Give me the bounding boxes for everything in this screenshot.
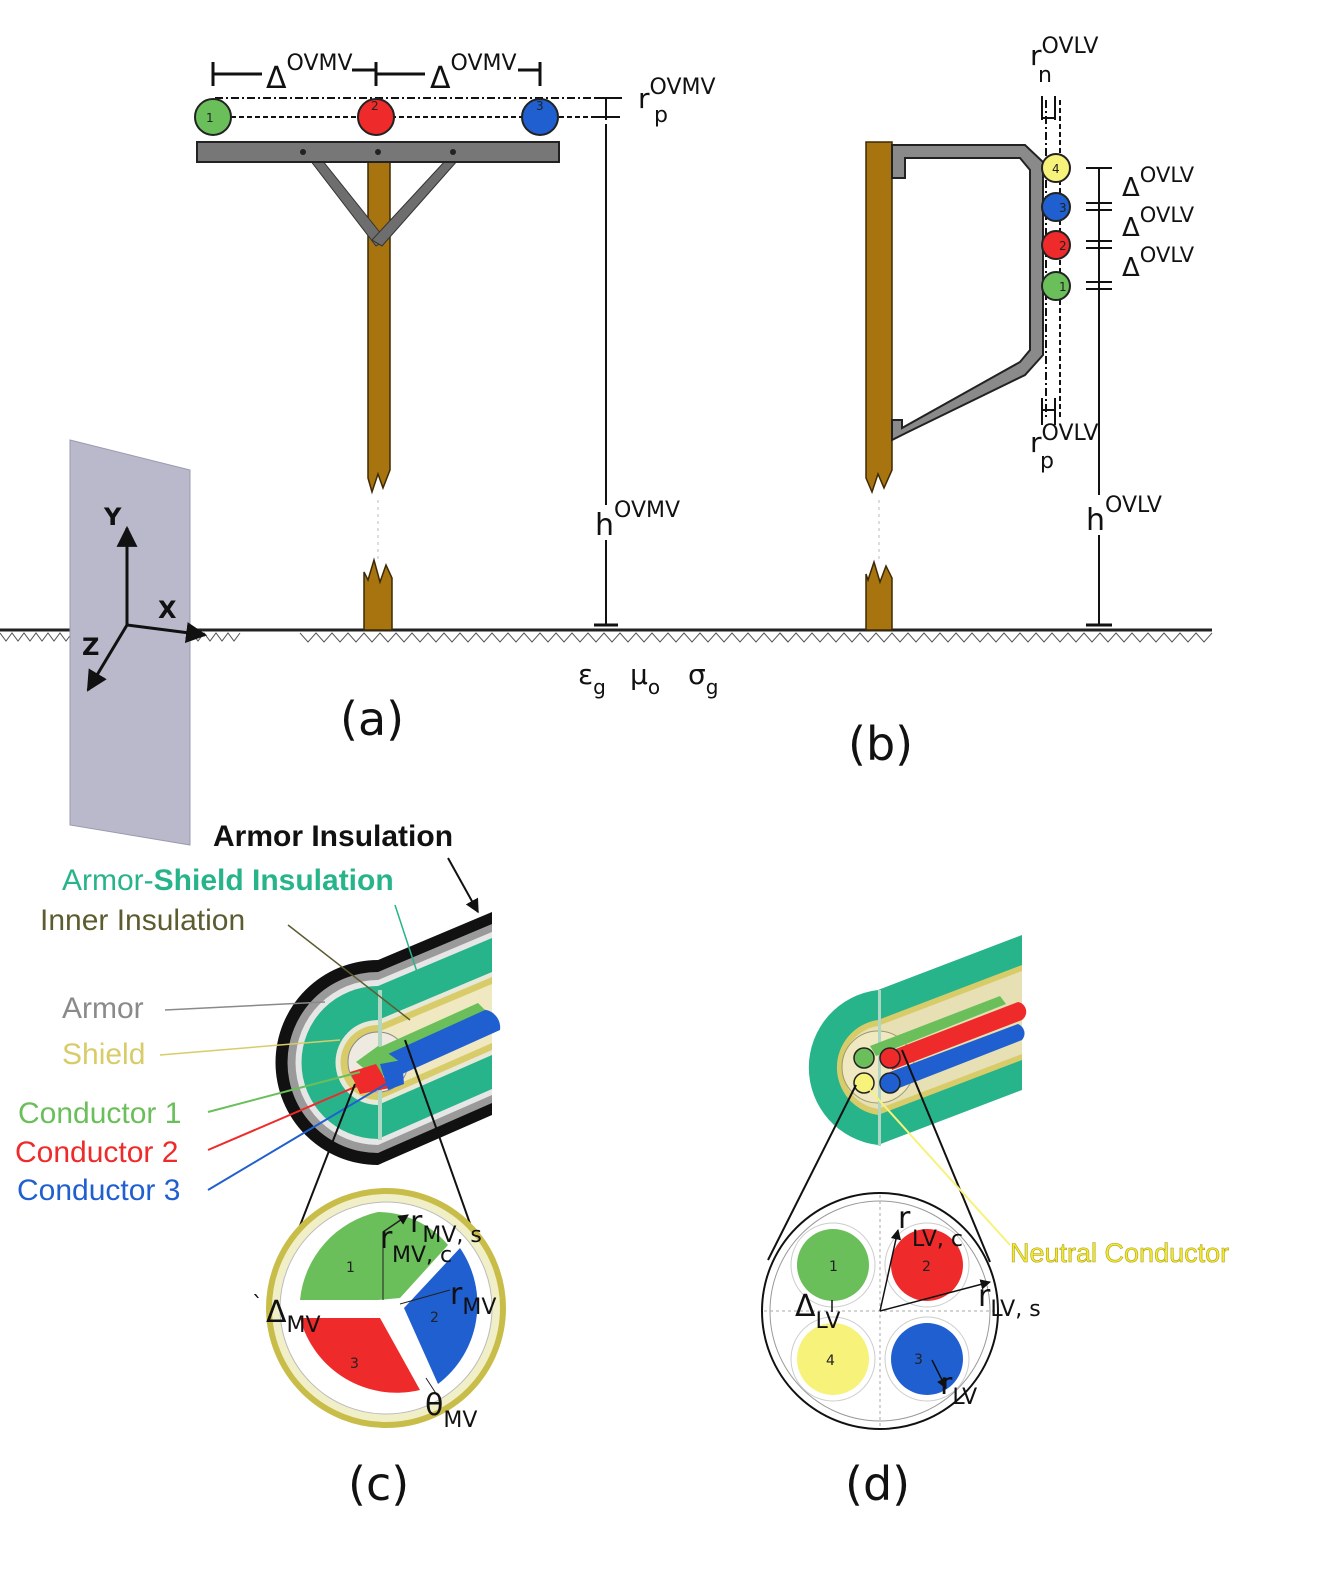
svg-text:ΔLV: ΔLV xyxy=(795,1289,840,1334)
mv-cable-3d xyxy=(275,912,501,1165)
svg-text:3: 3 xyxy=(914,1352,923,1368)
panel-a-overhead-mv: 1 2 3 ΔOVMV ΔOVMV rOVMV p xyxy=(194,51,718,746)
svg-text:p: p xyxy=(1040,449,1054,474)
svg-text:σg: σg xyxy=(688,658,718,699)
phase-conductor-2b: 2 xyxy=(1041,230,1071,260)
svg-text:r: r xyxy=(380,1221,393,1256)
rp-ovlv-label: rOVLV p xyxy=(1030,421,1098,474)
label-armor-insulation: Armor Insulation xyxy=(213,820,453,853)
z-axis-label: Z xyxy=(82,633,99,661)
svg-text:3: 3 xyxy=(1059,201,1067,215)
svg-text:rMV: rMV xyxy=(450,1277,496,1320)
svg-text:1: 1 xyxy=(206,111,214,125)
svg-text:r: r xyxy=(898,1201,911,1236)
label-conductor-3: Conductor 3 xyxy=(17,1174,180,1207)
label-armor-shield-insulation: Armor-Shield Insulation xyxy=(62,864,394,897)
y-axis-label: Y xyxy=(103,503,122,531)
sector-1 xyxy=(300,1212,378,1300)
phase-conductor-1: 1 xyxy=(194,98,232,136)
svg-text:1: 1 xyxy=(1059,280,1067,294)
svg-text:1: 1 xyxy=(829,1259,838,1275)
spacing-dimension-a: ΔOVMV ΔOVMV xyxy=(211,51,542,96)
h-ovlv-label: hOVLV xyxy=(1086,493,1162,538)
panel-d-lv-cable: Neutral Conductor 1 2 3 4 r LV, c rLV, s xyxy=(761,935,1229,1511)
svg-text:μo: μo xyxy=(630,658,660,699)
panel-c-mv-cable: Armor Insulation Armor-Shield Insulation… xyxy=(15,820,506,1511)
svg-text:2: 2 xyxy=(371,99,379,113)
svg-text:`: ` xyxy=(252,1293,263,1318)
svg-text:3: 3 xyxy=(536,99,544,113)
lv-conductor-2 xyxy=(891,1229,963,1301)
svg-text:2: 2 xyxy=(922,1259,931,1275)
svg-text:ΔOVLV: ΔOVLV xyxy=(1122,243,1195,283)
lv-conductor-4 xyxy=(797,1323,869,1395)
phase-conductor-4: 4 xyxy=(1041,153,1071,183)
coordinate-plate: Y X Z xyxy=(69,439,208,846)
svg-text:rLV: rLV xyxy=(940,1367,977,1410)
svg-text:LV, c: LV, c xyxy=(912,1227,963,1252)
spacing-dimension-b: ΔOVLV ΔOVLV ΔOVLV xyxy=(1086,163,1195,627)
svg-text:3: 3 xyxy=(350,1356,359,1372)
svg-text:rOVLV: rOVLV xyxy=(1030,421,1098,459)
svg-text:εg: εg xyxy=(578,658,606,699)
rn-ovlv-label: rOVLV n xyxy=(1030,34,1098,88)
svg-text:2: 2 xyxy=(430,1310,439,1326)
label-shield: Shield xyxy=(62,1038,145,1071)
caption-a: (a) xyxy=(340,692,404,746)
label-inner-insulation: Inner Insulation xyxy=(40,904,245,937)
lv-cross-section: 1 2 3 4 r LV, c rLV, s ΔLV rLV xyxy=(761,1192,1041,1430)
sector-3 xyxy=(300,1318,420,1393)
svg-text:n: n xyxy=(1038,63,1052,88)
phase-conductor-2: 2 xyxy=(357,98,395,136)
height-dimension-a: hOVMV xyxy=(594,124,680,627)
panel-b-overhead-lv: 4 3 2 1 rOVLV n rOVLV p xyxy=(848,34,1195,771)
svg-text:4: 4 xyxy=(826,1353,835,1369)
label-neutral-conductor: Neutral Conductor xyxy=(1010,1238,1229,1268)
rp-ovmv-label: rOVMV p xyxy=(596,75,716,128)
phase-conductor-3b: 3 xyxy=(1041,192,1071,222)
svg-text:rLV, s: rLV, s xyxy=(978,1279,1041,1322)
svg-text:ΔOVMV: ΔOVMV xyxy=(266,51,353,96)
svg-text:rOVMV: rOVMV xyxy=(638,75,716,115)
svg-text:rOVLV: rOVLV xyxy=(1030,34,1098,72)
svg-text:ΔOVLV: ΔOVLV xyxy=(1122,203,1195,243)
svg-text:ΔMV: ΔMV xyxy=(266,1295,321,1338)
svg-text:1: 1 xyxy=(346,1260,355,1276)
label-armor: Armor xyxy=(62,992,144,1025)
caption-b: (b) xyxy=(848,717,913,771)
phase-conductor-3: 3 xyxy=(521,98,559,136)
label-conductor-1: Conductor 1 xyxy=(18,1097,181,1130)
svg-text:MV, c: MV, c xyxy=(392,1243,452,1268)
x-axis-arrow xyxy=(126,622,208,644)
svg-text:2: 2 xyxy=(1059,239,1067,253)
label-conductor-2: Conductor 2 xyxy=(15,1136,178,1169)
rack-bracket-b xyxy=(891,144,1044,442)
svg-text:ΔOVMV: ΔOVMV xyxy=(430,51,517,96)
lv-conductor-3 xyxy=(891,1323,963,1395)
svg-text:ΔOVLV: ΔOVLV xyxy=(1122,163,1195,203)
z-axis-arrow xyxy=(86,624,129,692)
caption-d: (d) xyxy=(845,1457,910,1511)
svg-text:rMV, s: rMV, s xyxy=(410,1205,482,1248)
x-axis-label: X xyxy=(158,596,177,624)
lv-conductor-1 xyxy=(797,1229,869,1301)
sector-2 xyxy=(404,1248,478,1384)
svg-text:p: p xyxy=(654,103,668,128)
svg-text:hOVMV: hOVMV xyxy=(595,498,680,543)
svg-text:θMV: θMV xyxy=(425,1388,477,1433)
pole-b xyxy=(865,141,893,631)
svg-text:4: 4 xyxy=(1052,162,1060,176)
caption-c: (c) xyxy=(348,1457,409,1511)
lv-cable-3d xyxy=(808,935,1027,1146)
mv-cross-section: 1 2 3 rMV, s r MV, c rMV ` ΔMV θMV xyxy=(252,1188,506,1433)
ground-properties: εg μo σg xyxy=(578,658,718,699)
phase-conductor-1b: 1 xyxy=(1041,271,1071,301)
